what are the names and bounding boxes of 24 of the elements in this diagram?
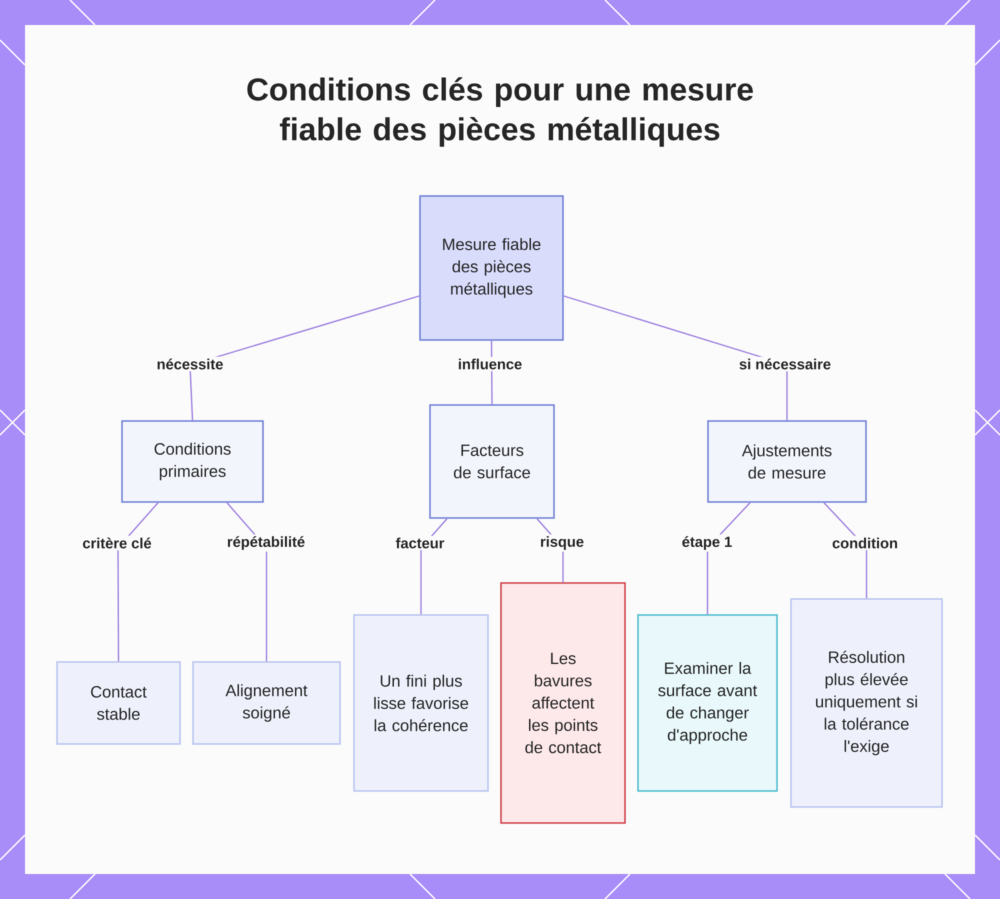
edge-label: si nécessaire (737, 356, 833, 372)
edge-label: critère clé (80, 536, 154, 550)
edge-label: influence (456, 356, 524, 372)
concept-box: Alignement soigné (192, 661, 341, 745)
concept-box: Résolution plus élevée uniquement si la tolérance l'exige (790, 598, 943, 808)
edge-label: facteur (394, 536, 446, 550)
edge-label: risque (538, 534, 586, 552)
edge-label: condition (830, 536, 900, 550)
concept-box: Facteurs de surface (429, 404, 555, 519)
concept-box: Les bavures affectent les points de contact (500, 582, 626, 824)
concept-box: Un fini plus lisse favorise la cohérence (353, 614, 489, 792)
edge-label: étape 1 (680, 534, 734, 552)
edge-label: répétabilité (225, 534, 307, 552)
connector (189, 295, 420, 420)
concept-box: Ajustements de mesure (707, 420, 867, 503)
connector (226, 502, 268, 662)
concept-box: Contact stable (56, 661, 181, 745)
concept-box: Examiner la surface avant de changer d'approche (637, 614, 778, 792)
connector (117, 502, 159, 662)
title: Conditions clés pour une mesure fiable des pièces métalliques (247, 77, 753, 147)
concept-box: Conditions primaires (121, 420, 264, 503)
edge-label: nécessite (154, 356, 226, 372)
connector (564, 295, 788, 420)
concept-box: Mesure fiable des pièces métalliques (419, 195, 564, 341)
